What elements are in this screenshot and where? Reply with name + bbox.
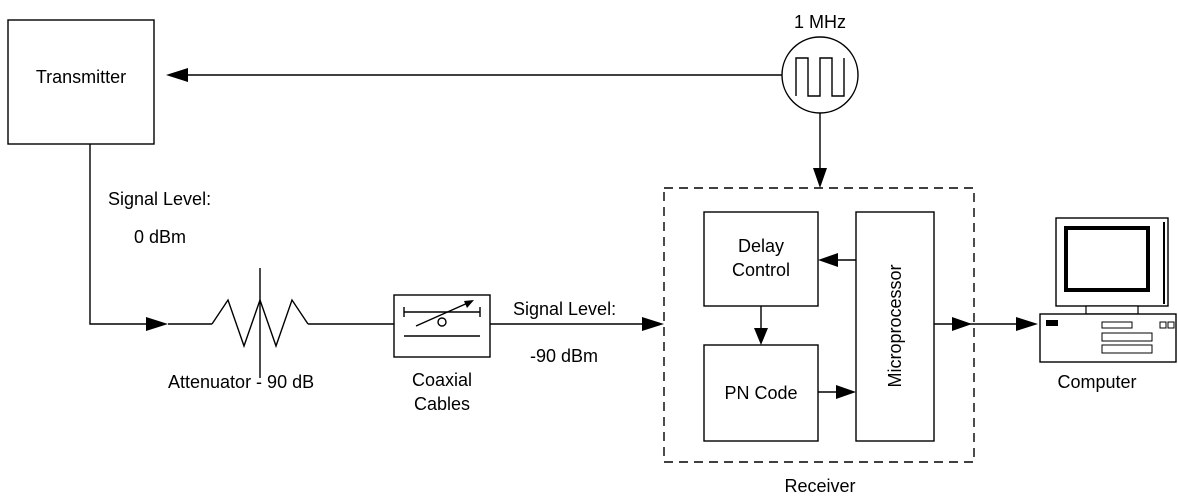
rx-signal-level-label: Signal Level: [513, 299, 616, 319]
square-wave-icon [795, 57, 845, 97]
transmitter-block [7, 19, 155, 145]
arrowhead [818, 253, 838, 267]
clock-frequency-label: 1 MHz [794, 12, 846, 32]
transmitter-output-line [89, 144, 150, 325]
delay-control-block [703, 211, 819, 307]
microprocessor-label: Microprocessor [885, 264, 905, 387]
arrowhead [642, 317, 664, 331]
coaxial-cable-icon [403, 300, 481, 337]
delay-control-label-line1: Delay [738, 236, 784, 256]
pn-code-label: PN Code [724, 383, 797, 403]
microprocessor-block [855, 211, 935, 442]
coaxial-label-line2: Cables [414, 394, 470, 414]
arrowhead [166, 68, 188, 82]
arrowhead [1016, 317, 1038, 331]
arrowhead [813, 168, 827, 188]
pn-code-block [703, 344, 819, 442]
rx-signal-level-value: -90 dBm [530, 346, 598, 366]
arrowhead [146, 317, 168, 331]
tx-signal-level-value: 0 dBm [134, 227, 186, 247]
computer-label: Computer [1057, 372, 1136, 392]
transmitter-label: Transmitter [36, 67, 126, 87]
attenuator-label: Attenuator - 90 dB [168, 372, 314, 392]
coaxial-label-line1: Coaxial [412, 370, 472, 390]
arrowhead [754, 328, 768, 345]
tx-signal-level-label: Signal Level: [108, 189, 211, 209]
arrowhead [836, 385, 856, 399]
receiver-label: Receiver [784, 476, 855, 496]
delay-control-label-line2: Control [732, 260, 790, 280]
receiver-boundary [663, 187, 975, 463]
computer-icon [1039, 217, 1177, 363]
arrowhead [952, 317, 972, 331]
